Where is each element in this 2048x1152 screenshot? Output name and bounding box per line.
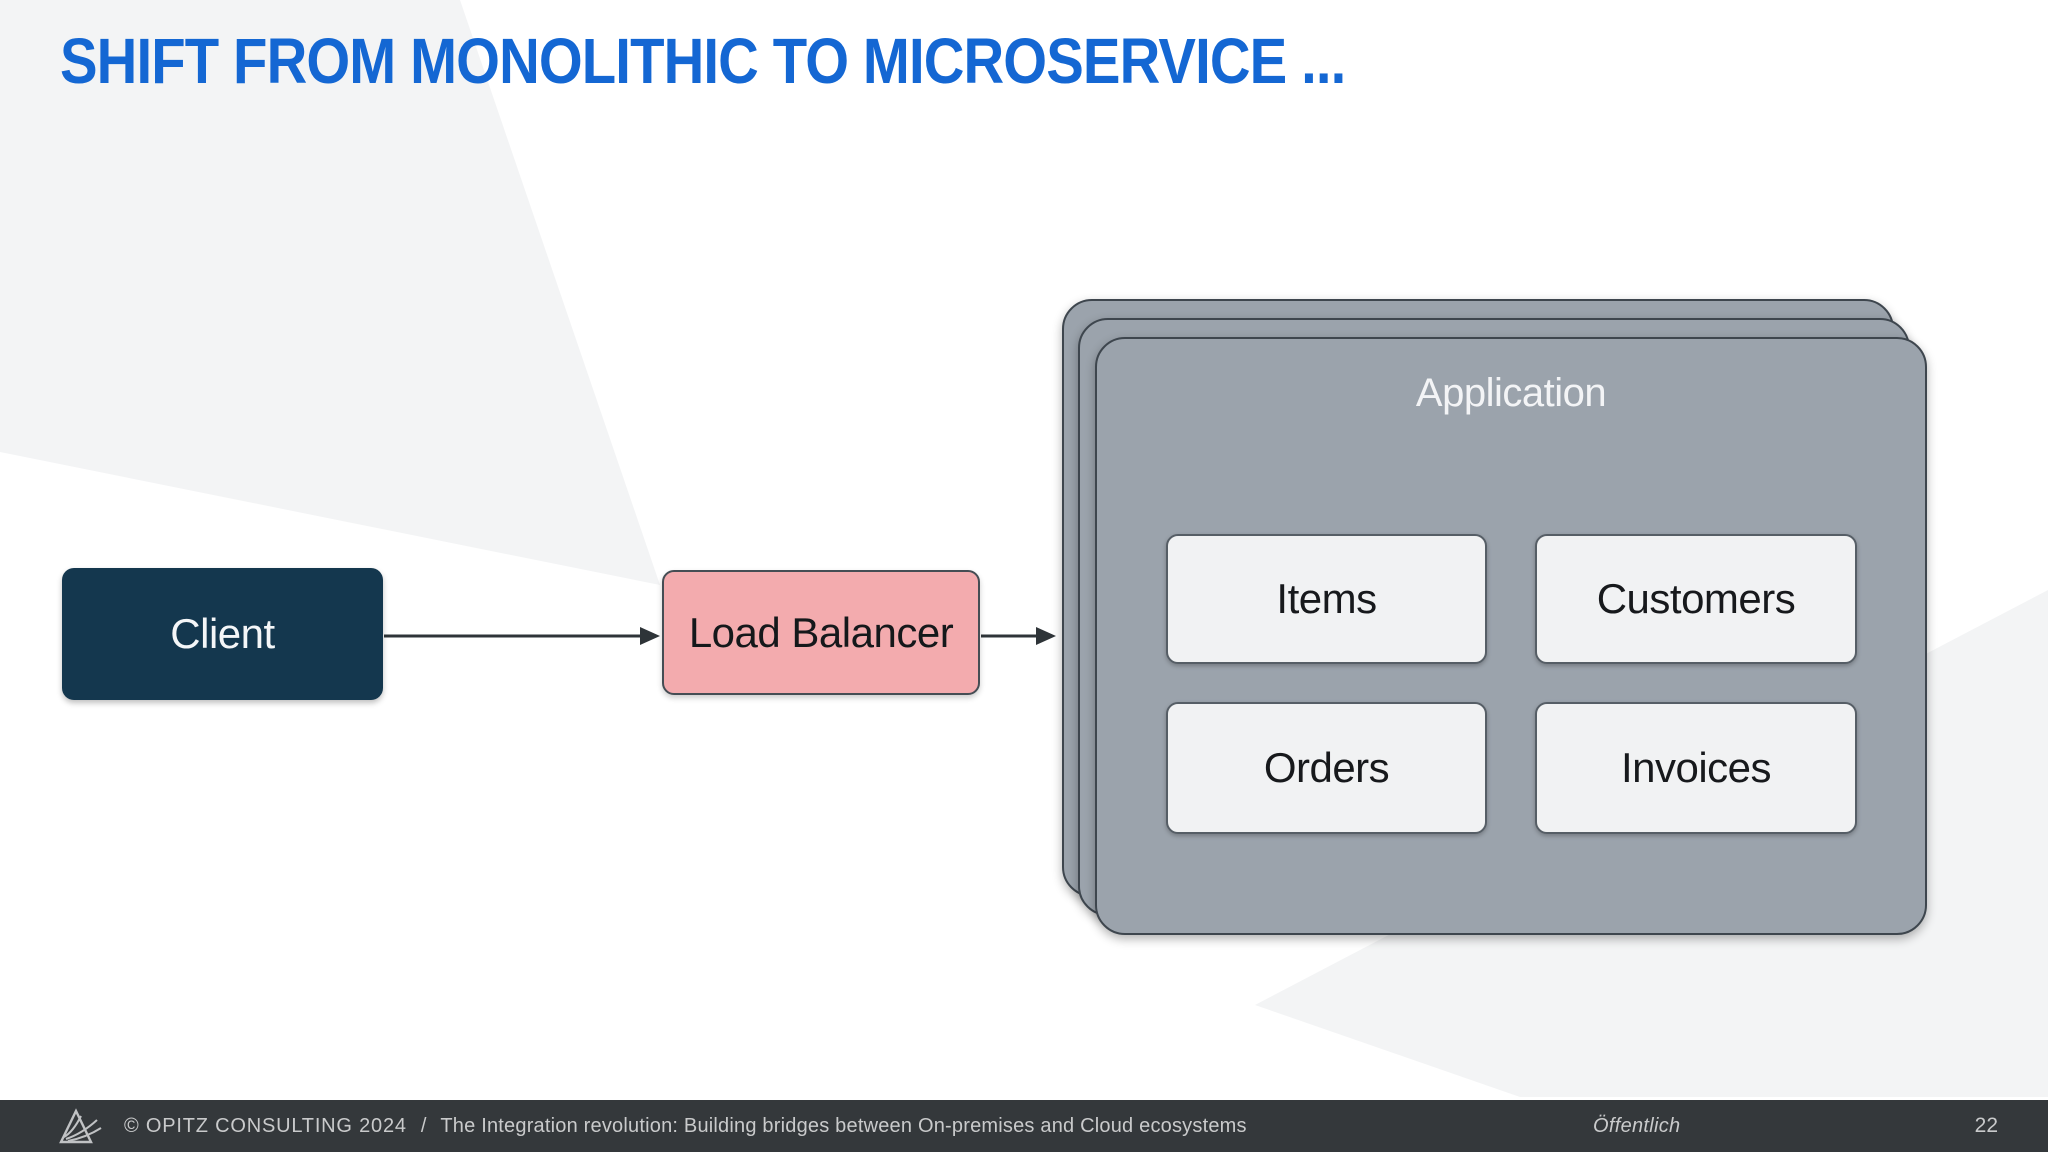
module-box-items: Items [1166,534,1487,664]
application-label: Application [1415,371,1607,415]
module-box-invoices: Invoices [1535,702,1857,834]
footer-page-number: 22 [1974,1114,1998,1137]
arrow-loadbalancer-to-application [981,627,1056,645]
application-card-front: Application Items Customers Orders Invoi… [1095,337,1927,935]
arrow-client-to-loadbalancer [384,627,660,645]
opitz-consulting-logo-icon [59,1108,102,1144]
load-balancer-node: Load Balancer [662,570,980,695]
background-wedge-top-left [0,0,660,585]
slide-title: SHIFT FROM MONOLITHIC TO MICROSERVICE ..… [60,25,1346,97]
module-box-orders: Orders [1166,702,1487,834]
footer-copyright: © OPITZ CONSULTING 2024 [124,1114,407,1137]
slide-footer: © OPITZ CONSULTING 2024 / The Integratio… [0,1100,2048,1152]
load-balancer-label: Load Balancer [688,608,954,656]
footer-presentation-title: The Integration revolution: Building bri… [440,1114,1247,1137]
client-label: Client [170,610,275,657]
module-box-customers: Customers [1535,534,1857,664]
footer-separator: / [420,1114,427,1137]
footer-classification: Öffentlich [1593,1114,1681,1137]
footer-main-text: © OPITZ CONSULTING 2024 / The Integratio… [124,1100,1247,1152]
client-node: Client [62,568,383,700]
